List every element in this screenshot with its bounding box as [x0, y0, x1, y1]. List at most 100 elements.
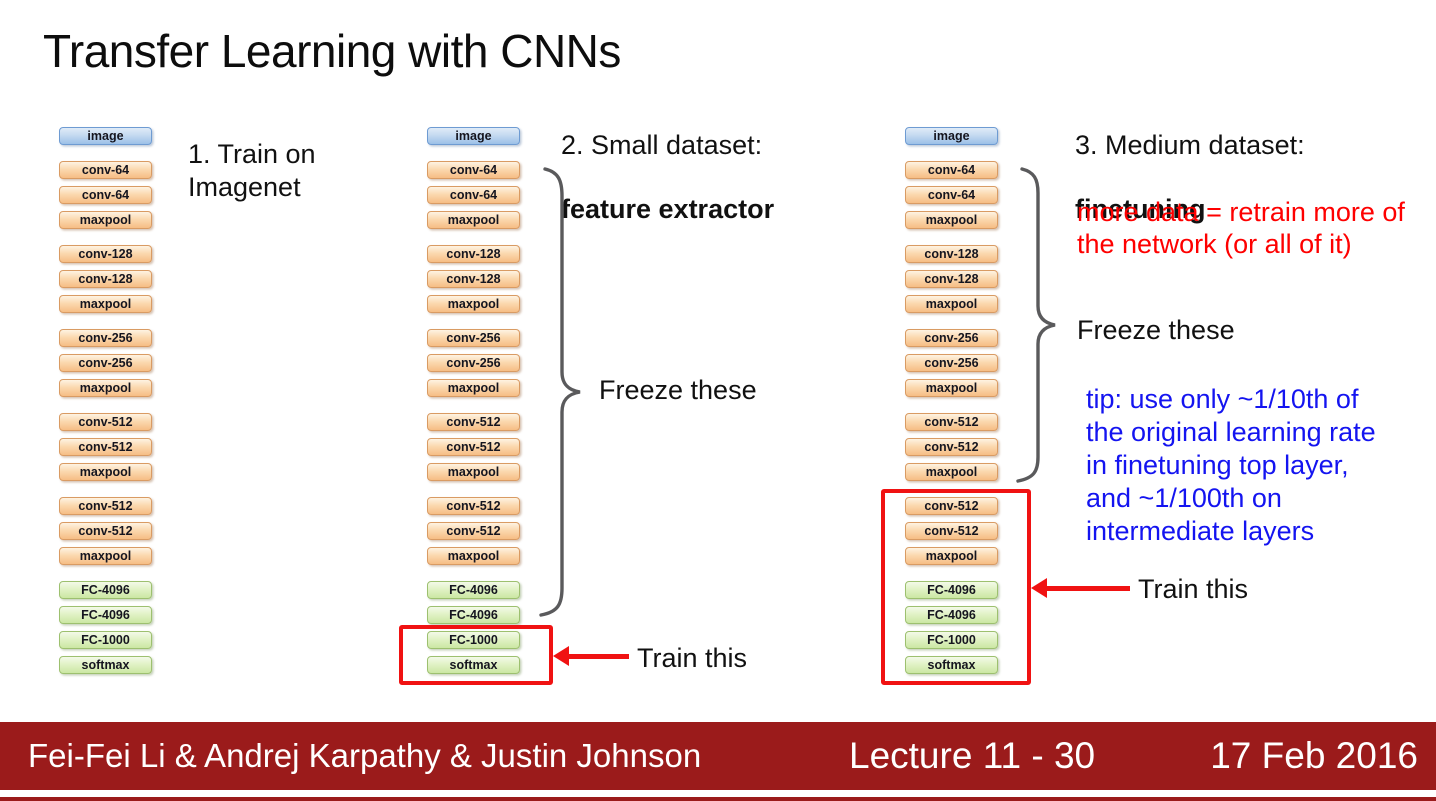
train-arrow-line-column2-icon — [567, 654, 629, 659]
column1-label: 1. Train on Imagenet — [188, 139, 316, 202]
column2-heading: 2. Small dataset: feature extractor — [561, 97, 774, 257]
layer-box-conv-256: conv-256 — [59, 354, 152, 372]
layer-box-maxpool: maxpool — [905, 463, 998, 481]
column2-heading-line1: 2. Small dataset: — [561, 130, 763, 160]
layer-group: image — [427, 127, 520, 145]
layer-box-maxpool: maxpool — [905, 211, 998, 229]
layer-box-conv-128: conv-128 — [905, 245, 998, 263]
layer-box-conv-512: conv-512 — [905, 497, 998, 515]
layer-group: conv-128 conv-128 maxpool — [59, 245, 152, 313]
train-this-outline-column2 — [399, 625, 553, 685]
layer-group: conv-512 conv-512 maxpool — [427, 497, 520, 565]
layer-group: conv-512 conv-512 maxpool — [905, 413, 998, 481]
footer-authors: Fei-Fei Li & Andrej Karpathy & Justin Jo… — [28, 737, 702, 774]
layer-box-image: image — [905, 127, 998, 145]
layer-box-conv-128: conv-128 — [427, 245, 520, 263]
layer-group: conv-64 conv-64 maxpool — [59, 161, 152, 229]
freeze-these-label-column3: Freeze these — [1077, 315, 1235, 345]
layer-group: conv-256 conv-256 maxpool — [59, 329, 152, 397]
layer-group: image — [59, 127, 152, 145]
footer-bar: Fei-Fei Li & Andrej Karpathy & Justin Jo… — [0, 722, 1436, 790]
layer-box-conv-256: conv-256 — [427, 354, 520, 372]
train-this-outline-column3 — [881, 489, 1031, 685]
layer-box-conv-128: conv-128 — [427, 270, 520, 288]
layer-group: conv-512 conv-512 maxpool — [905, 497, 998, 565]
layer-box-maxpool: maxpool — [427, 547, 520, 565]
layer-box-maxpool: maxpool — [427, 463, 520, 481]
layer-box-conv-512: conv-512 — [59, 522, 152, 540]
layer-box-fc-4096: FC-4096 — [59, 581, 152, 599]
column3-heading-line1: 3. Medium dataset: — [1075, 130, 1305, 160]
train-arrow-head-column3-icon — [1031, 578, 1047, 598]
column2-heading-line2: feature extractor — [561, 194, 775, 224]
layer-box-fc-4096: FC-4096 — [427, 581, 520, 599]
layer-box-conv-512: conv-512 — [905, 413, 998, 431]
layer-group: conv-64 conv-64 maxpool — [905, 161, 998, 229]
layer-group: conv-256 conv-256 maxpool — [427, 329, 520, 397]
layer-box-maxpool: maxpool — [427, 379, 520, 397]
layer-box-softmax: softmax — [427, 656, 520, 674]
layer-box-maxpool: maxpool — [427, 211, 520, 229]
layer-box-fc-1000: FC-1000 — [59, 631, 152, 649]
layer-box-softmax: softmax — [905, 656, 998, 674]
layer-box-maxpool: maxpool — [59, 463, 152, 481]
layer-box-conv-512: conv-512 — [905, 522, 998, 540]
layer-box-conv-64: conv-64 — [905, 161, 998, 179]
layer-box-conv-512: conv-512 — [905, 438, 998, 456]
layer-box-conv-256: conv-256 — [427, 329, 520, 347]
layer-box-image: image — [427, 127, 520, 145]
layer-box-fc-1000: FC-1000 — [905, 631, 998, 649]
layer-box-maxpool: maxpool — [59, 379, 152, 397]
train-this-label-column2: Train this — [637, 643, 748, 673]
learning-rate-tip: tip: use only ~1/10th of the original le… — [1086, 384, 1376, 546]
layer-box-conv-128: conv-128 — [59, 245, 152, 263]
layer-box-conv-64: conv-64 — [905, 186, 998, 204]
more-data-note: more data = retrain more of the network … — [1077, 197, 1405, 259]
layer-box-conv-64: conv-64 — [59, 161, 152, 179]
layer-box-conv-256: conv-256 — [59, 329, 152, 347]
layer-box-conv-256: conv-256 — [905, 354, 998, 372]
footer-lecture-number: Lecture 11 - 30 — [849, 735, 1096, 776]
layer-box-maxpool: maxpool — [59, 547, 152, 565]
column3-heading: 3. Medium dataset: finetuning — [1075, 97, 1305, 257]
layer-box-maxpool: maxpool — [427, 295, 520, 313]
layer-group: conv-128 conv-128 maxpool — [427, 245, 520, 313]
layer-group: conv-256 conv-256 maxpool — [905, 329, 998, 397]
layer-box-maxpool: maxpool — [905, 379, 998, 397]
column3-heading-line2: finetuning — [1075, 194, 1206, 224]
layer-box-fc-4096: FC-4096 — [59, 606, 152, 624]
layer-box-conv-64: conv-64 — [427, 186, 520, 204]
layer-box-softmax: softmax — [59, 656, 152, 674]
layer-box-conv-512: conv-512 — [59, 438, 152, 456]
freeze-these-label-column2: Freeze these — [599, 375, 757, 405]
layer-box-maxpool: maxpool — [905, 547, 998, 565]
layer-box-maxpool: maxpool — [905, 295, 998, 313]
freeze-brace-column2-icon — [539, 167, 581, 617]
layer-box-maxpool: maxpool — [59, 211, 152, 229]
layer-box-maxpool: maxpool — [59, 295, 152, 313]
layer-box-conv-64: conv-64 — [59, 186, 152, 204]
layer-box-conv-512: conv-512 — [427, 522, 520, 540]
slide-title: Transfer Learning with CNNs — [43, 25, 621, 77]
train-arrow-head-column2-icon — [553, 646, 569, 666]
layer-box-conv-256: conv-256 — [905, 329, 998, 347]
train-this-label-column3: Train this — [1138, 574, 1249, 604]
layer-box-conv-512: conv-512 — [59, 497, 152, 515]
train-arrow-line-column3-icon — [1045, 586, 1130, 591]
layer-group: conv-512 conv-512 maxpool — [59, 413, 152, 481]
layer-box-conv-512: conv-512 — [427, 413, 520, 431]
layer-box-fc-4096: FC-4096 — [905, 581, 998, 599]
layer-box-conv-512: conv-512 — [427, 497, 520, 515]
layer-box-conv-128: conv-128 — [59, 270, 152, 288]
layer-box-image: image — [59, 127, 152, 145]
layer-box-fc-4096: FC-4096 — [427, 606, 520, 624]
layer-box-conv-512: conv-512 — [59, 413, 152, 431]
footer-date: 17 Feb 2016 — [1210, 735, 1418, 776]
